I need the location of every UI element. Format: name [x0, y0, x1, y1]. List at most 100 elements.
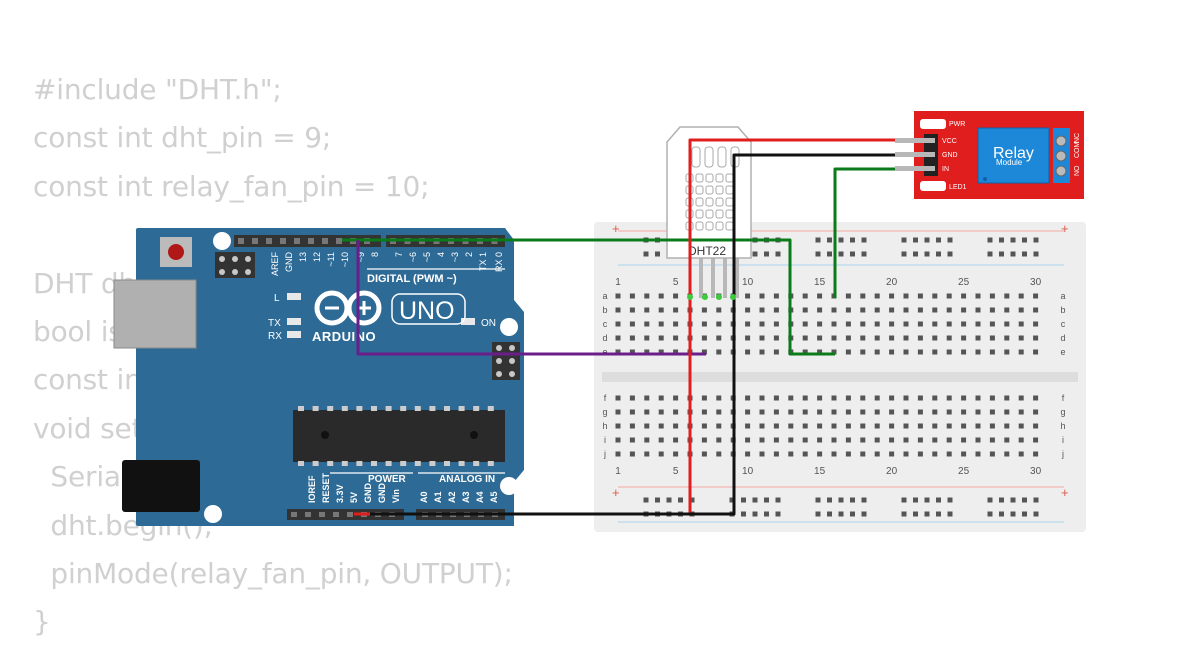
breadboard-hole[interactable] — [673, 293, 679, 299]
breadboard-hole[interactable] — [817, 321, 823, 327]
rail-hole[interactable] — [775, 497, 781, 503]
breadboard-hole[interactable] — [658, 395, 664, 401]
breadboard-hole[interactable] — [845, 307, 851, 313]
breadboard-hole[interactable] — [1004, 437, 1010, 443]
breadboard-hole[interactable] — [644, 409, 650, 415]
breadboard-hole[interactable] — [658, 451, 664, 457]
rail-hole[interactable] — [827, 511, 832, 517]
rail-hole[interactable] — [1010, 511, 1016, 517]
rail-hole[interactable] — [815, 497, 821, 503]
breadboard-hole[interactable] — [917, 335, 923, 341]
breadboard-hole[interactable] — [961, 451, 967, 457]
header-pin[interactable] — [291, 512, 297, 517]
breadboard-hole[interactable] — [889, 437, 895, 443]
breadboard-hole[interactable] — [932, 409, 938, 415]
wire-black-gnd[interactable] — [370, 153, 895, 516]
breadboard-hole[interactable] — [961, 307, 967, 313]
breadboard-hole[interactable] — [716, 349, 722, 355]
breadboard-hole[interactable] — [961, 335, 967, 341]
rail-hole[interactable] — [947, 497, 953, 503]
breadboard-hole[interactable] — [773, 321, 779, 327]
breadboard-hole[interactable] — [860, 293, 866, 299]
breadboard-hole[interactable] — [745, 293, 751, 299]
breadboard-hole[interactable] — [615, 307, 621, 313]
breadboard-hole[interactable] — [802, 437, 808, 443]
breadboard-hole[interactable] — [673, 349, 679, 355]
rail-hole[interactable] — [850, 251, 855, 257]
breadboard-hole[interactable] — [658, 437, 664, 443]
breadboard-hole[interactable] — [716, 395, 722, 401]
rail-hole[interactable] — [913, 497, 918, 503]
breadboard-hole[interactable] — [932, 437, 938, 443]
reset-button-cap[interactable] — [168, 244, 184, 260]
rail-hole[interactable] — [838, 511, 844, 517]
rail-hole[interactable] — [936, 511, 941, 517]
breadboard-hole[interactable] — [903, 293, 909, 299]
breadboard-hole[interactable] — [644, 349, 650, 355]
breadboard-hole[interactable] — [989, 293, 995, 299]
breadboard-hole[interactable] — [932, 349, 938, 355]
rail-hole[interactable] — [643, 251, 649, 257]
breadboard-hole[interactable] — [745, 349, 751, 355]
rail-hole[interactable] — [924, 237, 930, 243]
header-pin[interactable] — [336, 238, 342, 244]
breadboard-hole[interactable] — [802, 321, 808, 327]
breadboard-hole[interactable] — [932, 293, 938, 299]
rail-hole[interactable] — [987, 511, 993, 517]
breadboard-hole[interactable] — [975, 395, 981, 401]
breadboard-hole[interactable] — [701, 349, 707, 355]
breadboard-hole[interactable] — [759, 349, 765, 355]
breadboard-hole[interactable] — [889, 451, 895, 457]
breadboard-hole[interactable] — [1033, 349, 1039, 355]
breadboard-hole[interactable] — [860, 409, 866, 415]
breadboard-hole[interactable] — [1033, 335, 1039, 341]
rail-hole[interactable] — [1022, 511, 1027, 517]
breadboard-hole[interactable] — [644, 293, 650, 299]
rail-hole[interactable] — [764, 251, 769, 257]
breadboard-hole[interactable] — [975, 451, 981, 457]
breadboard-hole[interactable] — [1018, 321, 1024, 327]
rail-hole[interactable] — [999, 237, 1004, 243]
breadboard-hole[interactable] — [673, 395, 679, 401]
breadboard-hole[interactable] — [1018, 335, 1024, 341]
breadboard-hole[interactable] — [831, 335, 837, 341]
breadboard-hole[interactable] — [658, 321, 664, 327]
rail-hole[interactable] — [1010, 497, 1016, 503]
breadboard-hole[interactable] — [773, 335, 779, 341]
breadboard-hole[interactable] — [961, 423, 967, 429]
rail-hole[interactable] — [752, 511, 758, 517]
breadboard-hole[interactable] — [615, 451, 621, 457]
breadboard-hole[interactable] — [644, 321, 650, 327]
breadboard-hole[interactable] — [1018, 293, 1024, 299]
breadboard-hole[interactable] — [673, 307, 679, 313]
breadboard-hole[interactable] — [658, 307, 664, 313]
breadboard-hole[interactable] — [759, 293, 765, 299]
breadboard-hole[interactable] — [903, 349, 909, 355]
breadboard-hole[interactable] — [745, 307, 751, 313]
breadboard-hole[interactable] — [759, 395, 765, 401]
breadboard-hole[interactable] — [773, 451, 779, 457]
header-pin[interactable] — [238, 238, 244, 244]
breadboard-hole[interactable] — [903, 335, 909, 341]
breadboard-hole[interactable] — [845, 451, 851, 457]
breadboard-hole[interactable] — [874, 349, 880, 355]
rail-hole[interactable] — [1010, 251, 1016, 257]
breadboard-hole[interactable] — [629, 293, 635, 299]
breadboard-hole[interactable] — [1018, 423, 1024, 429]
breadboard-hole[interactable] — [745, 423, 751, 429]
breadboard-hole[interactable] — [644, 395, 650, 401]
breadboard-hole[interactable] — [745, 321, 751, 327]
breadboard-hole[interactable] — [874, 293, 880, 299]
rail-hole[interactable] — [999, 251, 1004, 257]
breadboard-hole[interactable] — [889, 293, 895, 299]
rail-hole[interactable] — [838, 251, 844, 257]
breadboard-hole[interactable] — [932, 307, 938, 313]
breadboard-hole[interactable] — [961, 409, 967, 415]
breadboard-hole[interactable] — [917, 349, 923, 355]
breadboard-hole[interactable] — [889, 423, 895, 429]
breadboard-hole[interactable] — [946, 451, 952, 457]
rail-hole[interactable] — [838, 497, 844, 503]
breadboard-hole[interactable] — [802, 395, 808, 401]
breadboard-hole[interactable] — [860, 321, 866, 327]
breadboard-hole[interactable] — [989, 307, 995, 313]
